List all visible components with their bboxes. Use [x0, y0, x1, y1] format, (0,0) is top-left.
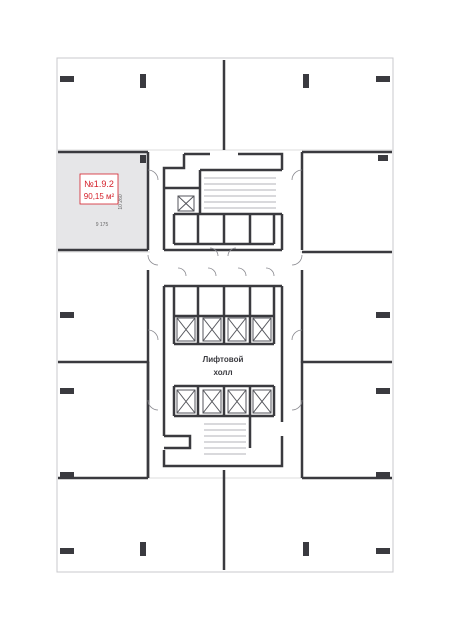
lift-shafts — [176, 195, 272, 414]
columns — [60, 74, 390, 556]
building-outline — [56, 57, 394, 573]
dimension-width: 9 175 — [96, 222, 109, 228]
doors — [147, 169, 303, 411]
core — [162, 152, 284, 468]
lift-hall-label-line1: Лифтовой — [203, 355, 244, 364]
dimension-height: 10 260 — [118, 194, 124, 210]
unit-label-box[interactable] — [79, 173, 119, 205]
unit-number: №1.9.2 — [84, 179, 114, 189]
stairs — [204, 177, 276, 455]
lift-hall-label-line2: холл — [213, 368, 232, 377]
walls — [58, 60, 392, 570]
unit-area: 90,15 м² — [84, 192, 115, 201]
